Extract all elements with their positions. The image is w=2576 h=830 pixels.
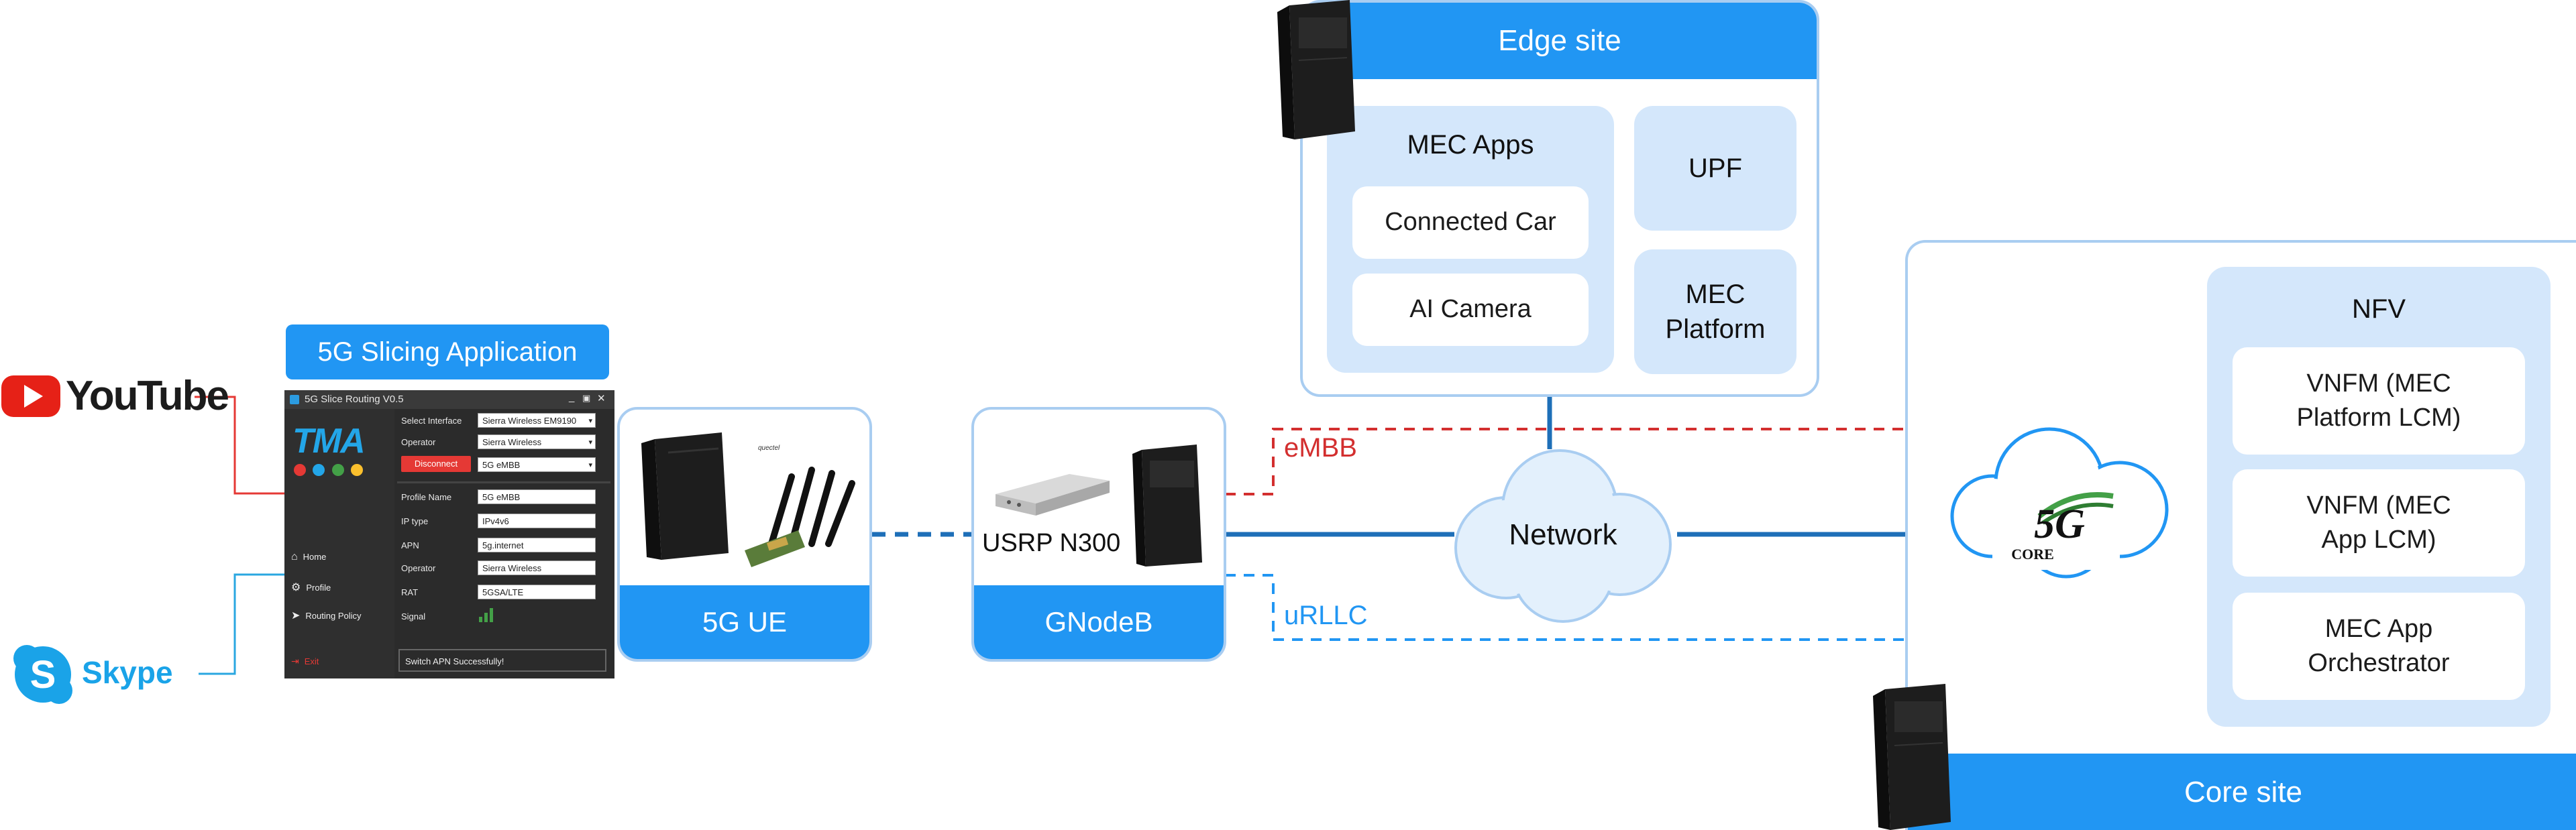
skype-wordmark: Skype — [82, 655, 173, 690]
nav-item-routing-policy[interactable]: ➤Routing Policy — [291, 610, 362, 621]
svg-text:S: S — [30, 653, 56, 697]
ue-label: 5G UE — [620, 585, 869, 659]
exit-icon: ⇥ — [291, 656, 299, 666]
disconnect-button[interactable]: Disconnect — [401, 456, 471, 472]
minimize-icon[interactable]: _ — [569, 392, 575, 403]
usrp-device-icon — [996, 474, 1110, 516]
network-cloud — [1454, 449, 1672, 623]
home-icon: ⌂ — [291, 551, 298, 562]
nfv-panel: NFV VNFM (MEC Platform LCM) VNFM (MEC Ap… — [2207, 267, 2551, 727]
gear-icon: ⚙ — [291, 582, 301, 593]
chevron-down-icon: ▾ — [588, 461, 592, 469]
edge-server-icon — [1277, 0, 1355, 139]
apn-field[interactable]: 5g.internet — [478, 538, 596, 552]
chevron-down-icon: ▾ — [588, 438, 592, 447]
send-icon: ➤ — [291, 610, 301, 621]
vnfm-app-card: VNFM (MEC App LCM) — [2233, 469, 2525, 577]
ip-type-label: IP type — [401, 516, 429, 526]
modem-antenna-icon: quectel — [745, 444, 855, 567]
profile-name-field[interactable]: 5G eMBB — [478, 489, 596, 504]
core-site: 5G CORE NFV VNFM (MEC Platform LCM) VNFM… — [1905, 240, 2576, 830]
profile-operator-label: Operator — [401, 563, 436, 573]
vnfm-platform-card: VNFM (MEC Platform LCM) — [2233, 347, 2525, 455]
close-icon[interactable]: ✕ — [597, 393, 606, 404]
youtube-logo: YouTube — [0, 373, 229, 420]
tma-logo-dots — [294, 464, 364, 479]
maximize-icon[interactable]: ▣ — [582, 393, 591, 403]
core-server-icon — [1873, 684, 1951, 830]
youtube-connector — [195, 396, 284, 495]
operator-label: Operator — [401, 437, 436, 447]
gnodeb-node: USRP N300 GNodeB — [971, 407, 1226, 662]
slice-dropdown[interactable]: 5G eMBB▾ — [478, 457, 596, 472]
skype-logo: S Skype — [12, 642, 200, 707]
rat-field[interactable]: 5GSA/LTE — [478, 585, 596, 599]
skype-connector — [199, 573, 284, 675]
skype-icon: S — [13, 645, 72, 704]
mec-platform-card: MEC Platform — [1634, 249, 1796, 374]
edge-site: Edge site MEC Apps Connected Car AI Came… — [1300, 0, 1819, 397]
network-label: Network — [1509, 518, 1617, 551]
urllc-path — [1225, 574, 1905, 641]
ue-node: quectel 5G UE — [617, 407, 872, 662]
select-interface-dropdown[interactable]: Sierra Wireless EM9190▾ — [478, 413, 596, 428]
gnodeb-label: GNodeB — [974, 585, 1224, 659]
connection-panel: Select Interface Sierra Wireless EM9190▾… — [397, 412, 612, 479]
window-sidebar: TMA ⌂Home ⚙Profile ➤Routing Policy ⇥Exit — [284, 409, 394, 678]
operator-dropdown[interactable]: Sierra Wireless▾ — [478, 434, 596, 449]
svg-text:quectel: quectel — [758, 444, 780, 452]
status-bar: Switch APN Successfully! — [398, 649, 606, 672]
5g-core-cloud-icon: 5G CORE — [1950, 427, 2169, 579]
mec-apps-title: MEC Apps — [1407, 129, 1534, 160]
ai-camera-card: AI Camera — [1352, 274, 1589, 346]
select-interface-label: Select Interface — [401, 416, 462, 426]
usrp-label: USRP N300 — [982, 529, 1121, 557]
embb-path — [1225, 428, 1905, 495]
slicing-app-window: 5G Slice Routing V0.5 _ ▣ ✕ TMA ⌂Home ⚙P… — [284, 390, 614, 678]
upf-card: UPF — [1634, 106, 1796, 231]
5g-core-big: 5G — [2034, 501, 2085, 547]
youtube-wordmark: YouTube — [66, 373, 229, 419]
connected-car-card: Connected Car — [1352, 186, 1589, 259]
window-app-icon — [290, 395, 299, 404]
signal-label: Signal — [401, 611, 426, 621]
youtube-icon — [1, 375, 60, 417]
embb-label: eMBB — [1284, 433, 1357, 463]
profile-panel: Profile Name 5G eMBB IP type IPv4v6 APN … — [397, 487, 612, 622]
profile-name-label: Profile Name — [401, 492, 452, 502]
rat-label: RAT — [401, 587, 419, 597]
nav-item-profile[interactable]: ⚙Profile — [291, 582, 331, 593]
5g-core-small: CORE — [2011, 546, 2054, 562]
urllc-label: uRLLC — [1284, 601, 1368, 630]
window-titlebar: 5G Slice Routing V0.5 _ ▣ ✕ — [284, 390, 614, 409]
core-site-title: Core site — [1908, 754, 2576, 830]
nfv-title: NFV — [2352, 294, 2406, 324]
window-title: 5G Slice Routing V0.5 — [305, 394, 404, 405]
slicing-app-banner: 5G Slicing Application — [286, 324, 609, 379]
nav-item-home[interactable]: ⌂Home — [291, 551, 327, 562]
server-tower-icon — [1132, 444, 1202, 567]
apn-label: APN — [401, 540, 419, 550]
chevron-down-icon: ▾ — [588, 417, 592, 425]
signal-icon — [479, 608, 493, 622]
mec-app-orchestrator-card: MEC App Orchestrator — [2233, 593, 2525, 700]
pc-tower-icon — [641, 432, 729, 560]
panel-divider — [397, 481, 610, 483]
edge-site-title: Edge site — [1303, 3, 1817, 79]
ip-type-field[interactable]: IPv4v6 — [478, 514, 596, 528]
mec-apps-panel: MEC Apps Connected Car AI Camera — [1327, 106, 1614, 373]
tma-logo: TMA — [292, 422, 366, 461]
nav-item-exit[interactable]: ⇥Exit — [291, 656, 319, 666]
profile-operator-field[interactable]: Sierra Wireless — [478, 560, 596, 575]
